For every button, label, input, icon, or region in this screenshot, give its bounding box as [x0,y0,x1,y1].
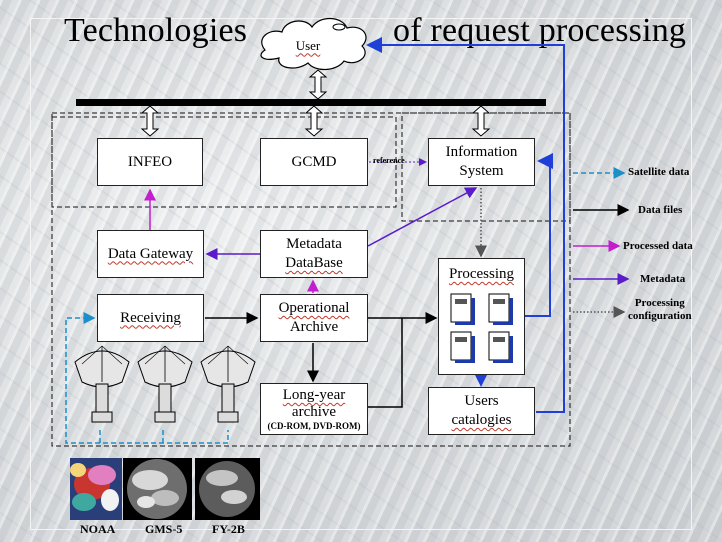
gcmd-box[interactable]: GCMD [260,138,368,186]
upper-dashed-group [51,116,397,208]
bus-link-user [308,69,328,100]
slide-inner-frame [30,18,692,530]
data-gateway-box[interactable]: Data Gateway [97,230,204,278]
operational-archive-label-1: Operational [278,300,350,316]
users-catalogies-label-2: catalogies [451,412,512,428]
processing-to-infosys-arrow [525,153,553,317]
legend-config-line-1: Processing [634,297,685,309]
information-system-label-2: System [459,163,504,179]
infeo-label: INFEO [127,153,173,170]
data-gateway-label: Data Gateway [107,245,194,262]
metadb-to-infosys-arrow [367,187,478,247]
long-year-archive-note: (CD-ROM, DVD-ROM) [267,421,361,431]
operational-archive-label-2: Archive [289,319,339,335]
satellite-label-gms5: GMS-5 [145,522,183,536]
longyear-to-processing-arrow [368,318,403,408]
legend-config-line-2: configuration [628,310,692,322]
bus-link-infeo [140,105,160,137]
information-system-box[interactable]: Information System [428,138,535,186]
long-year-archive-label-1: Long-year [282,387,346,403]
operational-archive-box[interactable]: Operational Archive [260,294,368,342]
user-node[interactable]: User [285,36,331,54]
noaa-image [70,458,122,520]
gcmd-label: GCMD [291,153,337,170]
antenna-icon [74,345,130,423]
legend-satellite-data: Satellite data [628,166,690,178]
user-label: User [295,37,321,53]
title-left: Technologies [64,12,248,49]
fy2b-image [195,458,260,520]
metadata-database-label-2: DataBase [285,255,343,271]
title-right: of request processing [393,12,687,49]
reference-label: reference [373,156,405,165]
processing-label: Processing [449,266,514,282]
server-cluster-icon [450,293,513,363]
receiving-label: Receiving [120,309,181,326]
users-catalogies-label-1: Users [464,393,499,409]
legend-processed-data: Processed data [623,240,693,252]
user-cloud-icon [260,17,367,71]
legend-data-files: Data files [638,204,683,216]
network-bus [76,99,546,106]
users-catalogies-box[interactable]: Users catalogies [428,387,535,435]
metadata-database-box[interactable]: Metadata DataBase [260,230,368,278]
metadata-database-label-1: Metadata [286,236,342,252]
catalogies-to-user-arrow [366,37,565,413]
satellite-data-feed-arrow [65,312,100,444]
information-system-label-1: Information [445,144,518,160]
long-year-archive-box[interactable]: Long-year archive (CD-ROM, DVD-ROM) [260,383,368,435]
processing-box[interactable]: Processing [438,258,525,375]
satellite-label-fy2b: FY-2B [212,522,245,536]
antenna-to-receiving-arrow [99,430,229,444]
gms5-image [123,458,192,520]
bus-link-information-system [471,105,491,137]
receiving-box[interactable]: Receiving [97,294,204,342]
satellite-label-noaa: NOAA [80,522,116,536]
legend-processing-configuration: Processing configuration [628,297,692,323]
infeo-box[interactable]: INFEO [97,138,203,186]
legend-metadata: Metadata [640,273,686,285]
bus-link-gcmd [304,105,324,137]
long-year-archive-label-2: archive [291,404,337,420]
antenna-icon [200,345,256,423]
antenna-icon [137,345,193,423]
